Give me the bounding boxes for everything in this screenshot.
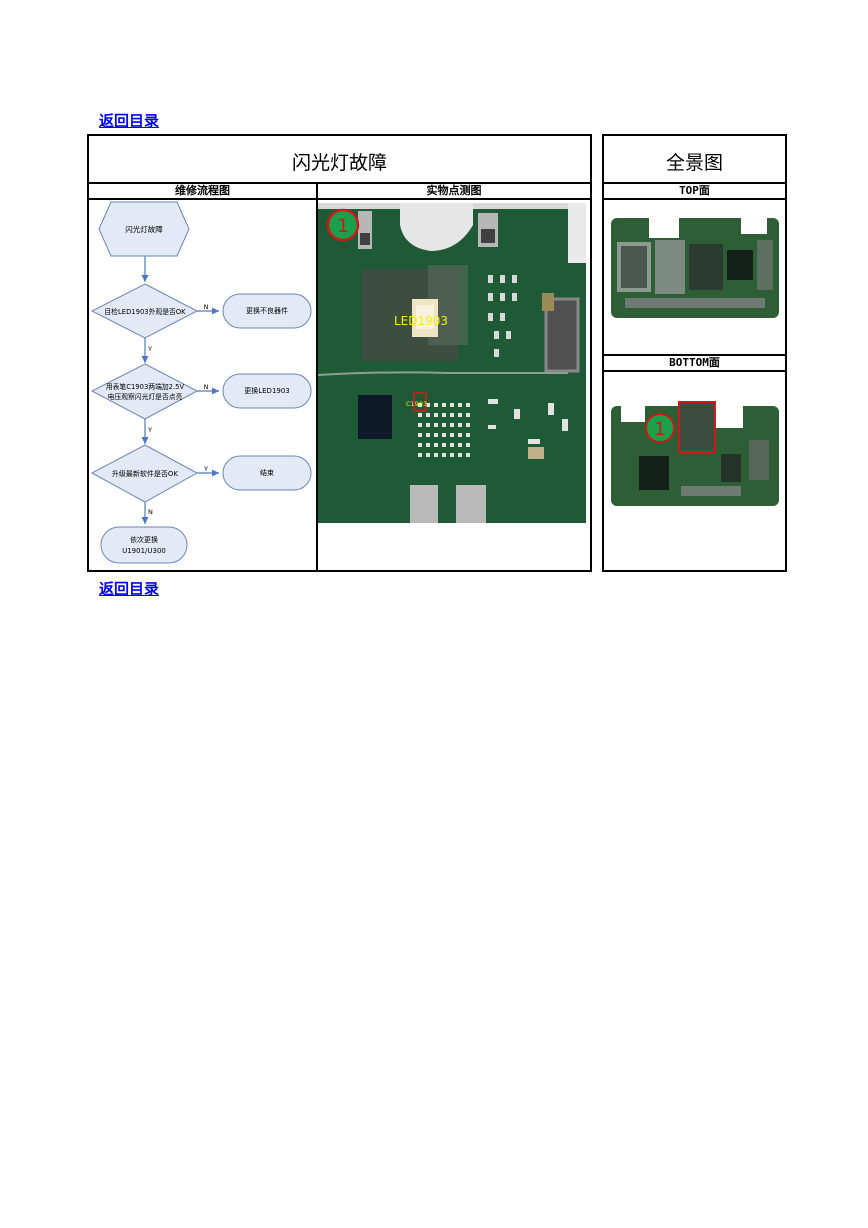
flow-start-text: 闪光灯故障 [125, 224, 163, 234]
flow-decision-2 [90, 363, 199, 420]
bottom-side-label: BOTTOM面 [669, 356, 720, 369]
pcb-measurement-photo: 1 LED1903 C1903 [318, 203, 586, 523]
bottom-marker-1-text: 1 [654, 419, 665, 440]
overview-title: 全景图 [665, 152, 723, 174]
flow-no-label-3: N [148, 508, 153, 516]
flowchart-column-header: 维修流程图 [175, 184, 230, 197]
flow-decision-2-text-line2: 电压观察闪光灯是否点亮 [108, 392, 183, 401]
main-title: 闪光灯故障 [291, 152, 387, 174]
led-label: LED1903 [394, 314, 448, 328]
back-to-contents-link-bottom[interactable]: 返回目录 [99, 580, 160, 598]
flow-no-label-1: N [204, 303, 209, 311]
flow-action-1-text: 更换不良器件 [246, 306, 288, 315]
flow-action-2 [222, 373, 312, 409]
flow-decision-1 [90, 283, 199, 339]
flow-action-2-text: 更换LED1903 [244, 386, 290, 395]
photo-marker-1-text: 1 [337, 215, 349, 237]
pcb-bottom-view-photo: 1 [611, 400, 779, 506]
flow-decision-3-text: 升级最新软件是否OK [112, 469, 179, 478]
flow-start-shape [98, 201, 190, 257]
bottom-marker-1 [645, 413, 675, 443]
flow-action-1 [222, 293, 312, 329]
main-table: 闪光灯故障 维修流程图 实物点测图 闪光灯故障 目检LED1903外观是否OK … [87, 134, 592, 572]
overview-table: 全景图 TOP面 BOTTOM面 1 [602, 134, 787, 572]
flow-yes-label-1: Y [147, 345, 152, 353]
flow-action-3 [222, 455, 312, 491]
flow-final [100, 526, 188, 564]
pcb-top-view-photo [611, 210, 779, 318]
flow-no-label-2: N [204, 383, 209, 391]
flow-action-3-text: 结束 [260, 468, 274, 477]
flow-yes-label-2: Y [147, 426, 152, 434]
flow-final-text-line1: 依次更换 [130, 535, 158, 544]
photo-marker-1 [326, 208, 360, 242]
flow-decision-2-text-line1: 用表笔C1903两端加2.5V [106, 382, 185, 391]
repair-flowchart: 闪光灯故障 目检LED1903外观是否OK 更换不良器件 N Y 用表笔C190… [90, 201, 312, 564]
flow-final-text-line2: U1901/U300 [122, 547, 166, 555]
top-side-label: TOP面 [679, 184, 710, 197]
back-to-contents-link-top[interactable]: 返回目录 [99, 112, 160, 130]
photo-column-header: 实物点测图 [426, 184, 482, 197]
capacitor-label: C1903 [406, 400, 427, 408]
flow-decision-3 [90, 444, 199, 503]
flow-decision-1-text: 目检LED1903外观是否OK [104, 307, 186, 316]
flow-yes-label-3: Y [203, 465, 208, 473]
